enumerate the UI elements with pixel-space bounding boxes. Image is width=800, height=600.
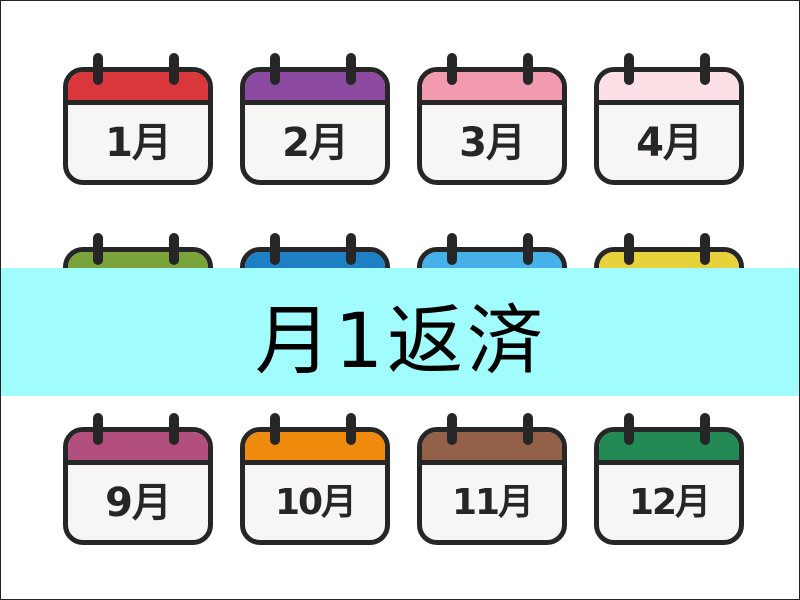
- calendar-header: [68, 432, 208, 465]
- calendar-month-label: 4月: [636, 120, 703, 166]
- calendar-month-label: 1月: [105, 120, 172, 166]
- calendar-ring-icon: [447, 233, 457, 265]
- calendar-ring-icon: [624, 413, 634, 445]
- calendar-icon: 9月: [63, 413, 213, 545]
- calendar-header: [599, 72, 739, 105]
- calendar-icon: 3月: [417, 53, 567, 185]
- calendar-ring-icon: [624, 53, 634, 85]
- calendar-ring-icon: [346, 53, 356, 85]
- calendar-ring-icon: [270, 233, 280, 265]
- calendar-ring-icon: [169, 53, 179, 85]
- calendar-ring-icon: [93, 413, 103, 445]
- calendar-header: [68, 72, 208, 105]
- calendar-ring-icon: [270, 53, 280, 85]
- calendar-ring-icon: [700, 53, 710, 85]
- calendar-body: 11月: [417, 427, 567, 545]
- banner: 月1返済: [1, 268, 799, 396]
- calendar-ring-icon: [169, 233, 179, 265]
- calendar-header: [245, 72, 385, 105]
- calendar-icon: 11月: [417, 413, 567, 545]
- calendar-body: 2月: [240, 67, 390, 185]
- calendar-ring-icon: [447, 53, 457, 85]
- calendar-ring-icon: [93, 233, 103, 265]
- calendar-icon: 2月: [240, 53, 390, 185]
- calendar-ring-icon: [447, 413, 457, 445]
- calendar-ring-icon: [346, 413, 356, 445]
- calendar-month-label: 2月: [282, 120, 349, 166]
- calendar-body: 3月: [417, 67, 567, 185]
- calendar-ring-icon: [523, 413, 533, 445]
- calendar-icon: 4月: [594, 53, 744, 185]
- calendar-body: 10月: [240, 427, 390, 545]
- calendar-ring-icon: [169, 413, 179, 445]
- calendar-icon: 12月: [594, 413, 744, 545]
- calendar-icon: 10月: [240, 413, 390, 545]
- banner-text: 月1返済: [254, 296, 548, 385]
- calendar-ring-icon: [700, 233, 710, 265]
- calendar-ring-icon: [346, 233, 356, 265]
- calendar-ring-icon: [523, 53, 533, 85]
- calendar-icon: 1月: [63, 53, 213, 185]
- calendar-month-label: 9月: [105, 480, 172, 526]
- calendar-header: [245, 432, 385, 465]
- calendar-ring-icon: [700, 413, 710, 445]
- calendar-header: [422, 432, 562, 465]
- calendar-month-label: 11月: [451, 482, 534, 523]
- calendar-body: 4月: [594, 67, 744, 185]
- calendar-ring-icon: [93, 53, 103, 85]
- calendar-body: 9月: [63, 427, 213, 545]
- calendar-month-label: 10月: [274, 482, 357, 523]
- calendar-header: [599, 432, 739, 465]
- calendar-body: 1月: [63, 67, 213, 185]
- calendar-month-label: 12月: [628, 482, 711, 523]
- calendar-ring-icon: [624, 233, 634, 265]
- calendar-month-label: 3月: [459, 120, 526, 166]
- calendar-ring-icon: [270, 413, 280, 445]
- calendar-header: [422, 72, 562, 105]
- calendar-body: 12月: [594, 427, 744, 545]
- calendar-ring-icon: [523, 233, 533, 265]
